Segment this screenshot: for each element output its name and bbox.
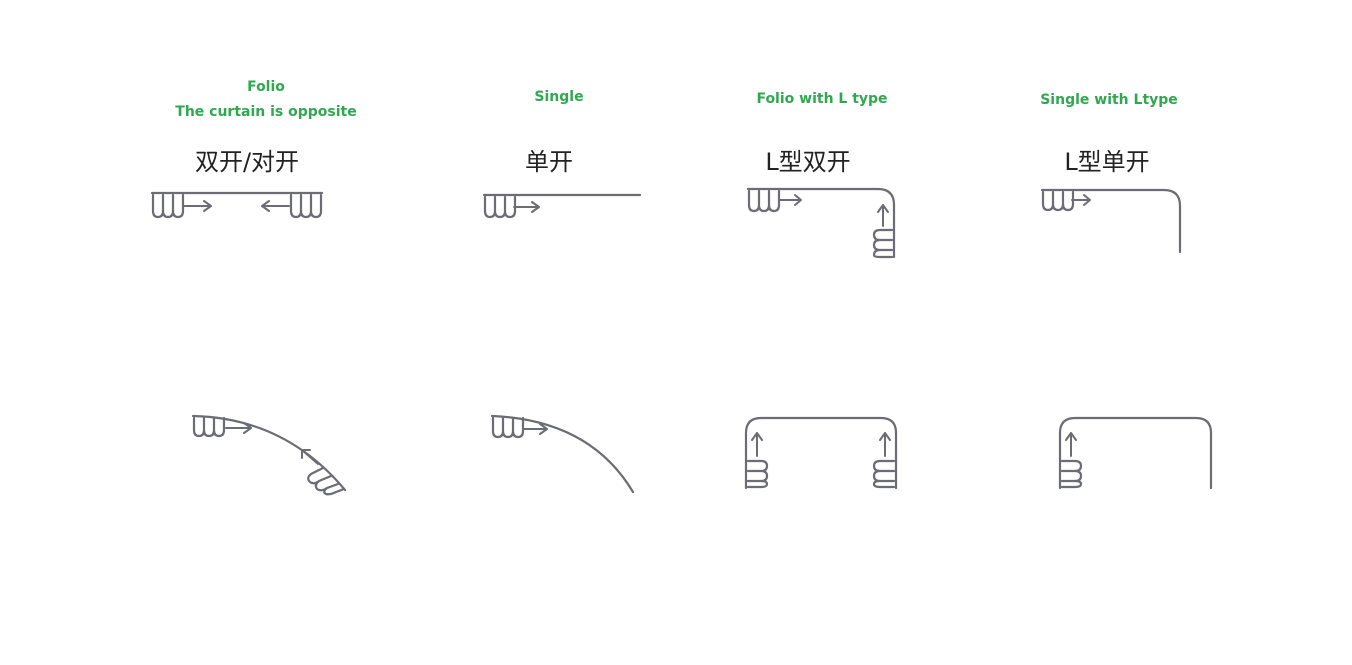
arrow-up-left-icon (301, 449, 319, 465)
track-line (1058, 416, 1213, 490)
curtain-folds-left (192, 416, 226, 438)
curtain-folds-right (307, 466, 346, 496)
curtain-folds-side (872, 228, 894, 259)
arrow-right-icon (779, 194, 802, 206)
curtain-folds-left (746, 459, 769, 489)
folio-label-line1: Folio (247, 79, 285, 95)
u-shape-double-open-diagram (744, 416, 898, 490)
curtain-folds-left (747, 189, 781, 213)
single-chinese-label: 单开 (525, 148, 573, 176)
arrow-up-icon (877, 204, 889, 227)
folio-chinese-label: 双开/对开 (194, 148, 300, 176)
straight-double-open-diagram (150, 191, 324, 219)
folio-label-line2: The curtain is opposite (175, 104, 357, 120)
arrow-right-icon (523, 423, 548, 435)
u-shape-single-open-diagram (1058, 416, 1213, 490)
track-line (746, 187, 896, 259)
straight-single-open-diagram (482, 193, 642, 219)
folio-l-type-chinese-label: L型双开 (765, 148, 851, 176)
curtain-folds (483, 195, 517, 219)
arrow-right-icon (183, 200, 212, 212)
folio-label: Folio The curtain is opposite (175, 75, 356, 125)
single-label: Single (534, 89, 584, 105)
arrow-left-icon (261, 200, 290, 212)
track-line (490, 414, 635, 494)
track-line (1040, 188, 1182, 254)
curtain-folds-left (151, 193, 185, 219)
arrow-up-icon (879, 432, 891, 457)
folio-l-type-label: Folio with L type (756, 91, 888, 107)
arrow-right-icon (225, 422, 252, 434)
curved-single-open-diagram (490, 414, 635, 494)
curtain-folds (1060, 459, 1083, 489)
l-shape-single-open-diagram (1040, 188, 1182, 254)
arrow-up-icon (751, 432, 763, 457)
single-l-type-label: Single with Ltype (1040, 92, 1178, 108)
curved-double-open-diagram (191, 414, 347, 496)
track-line (744, 416, 898, 490)
arrow-right-icon (513, 201, 540, 213)
curtain-folds-right (289, 193, 323, 219)
curtain-folds (491, 416, 525, 439)
arrow-right-icon (1071, 194, 1091, 206)
l-shape-double-open-diagram (746, 187, 896, 259)
arrow-up-icon (1065, 432, 1077, 457)
curtain-folds-right (872, 459, 896, 489)
curtain-folds (1041, 190, 1075, 212)
single-l-type-chinese-label: L型单开 (1064, 148, 1150, 176)
